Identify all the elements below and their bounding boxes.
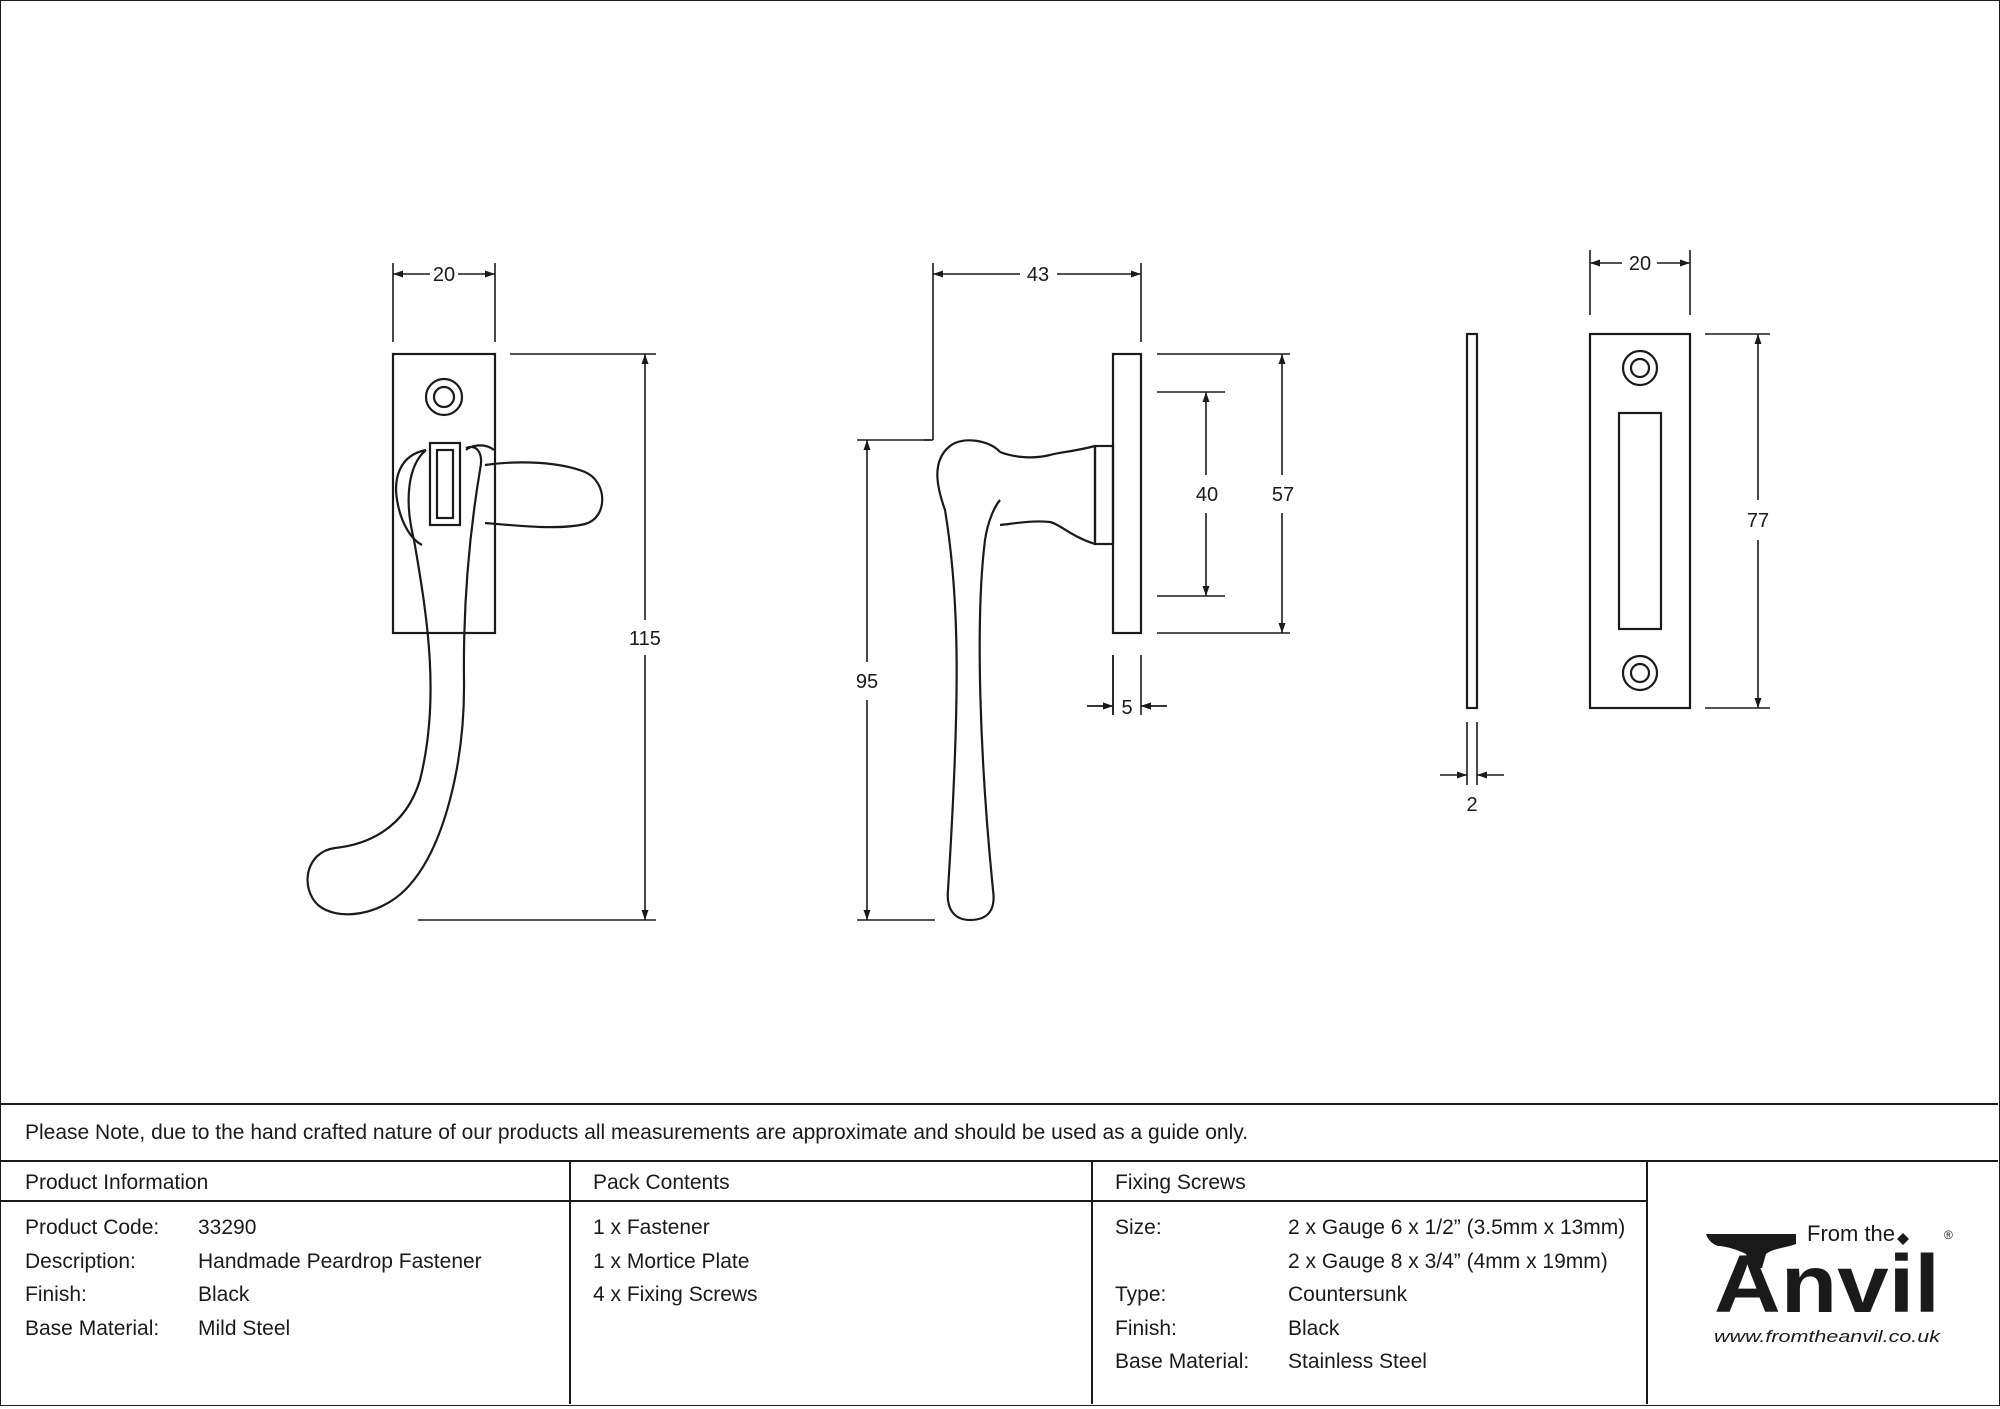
plate-outline [1588, 332, 1692, 710]
front-view [306, 352, 604, 916]
dim-plate-thickness: 2 [1466, 794, 1477, 816]
row-label: Finish: [25, 1283, 87, 1306]
plate-edge [1465, 332, 1479, 710]
row-value: 2 x Gauge 8 x 3/4” (4mm x 19mm) [1288, 1249, 1608, 1273]
size-row-2: 2 x Gauge 8 x 3/4” (4mm x 19mm) [1115, 1250, 1646, 1284]
column-divider [569, 1162, 571, 1404]
logo-from-the: From the [1807, 1221, 1895, 1246]
plate-screw-hole-bottom-inner [1629, 662, 1651, 684]
side-lever [936, 439, 1001, 922]
logo-registered-mark: ® [1944, 1228, 1953, 1242]
list-item: 4 x Fixing Screws [593, 1283, 758, 1306]
plate-dimensions [1589, 250, 1770, 709]
side-collar [1093, 444, 1115, 546]
from-the-anvil-logo: From the ® Anvil www.fromtheanvil.co.uk [1646, 1162, 1998, 1404]
side-dimensions [857, 263, 1290, 921]
diamond-icon [1897, 1233, 1909, 1245]
description-row: Description: Handmade Peardrop Fastener [25, 1250, 570, 1284]
technical-drawing: 20 115 43 95 40 57 5 2 20 77 [306, 250, 1770, 922]
fixing-screws-heading: Fixing Screws [1093, 1162, 1646, 1202]
measurement-note: Please Note, due to the hand crafted nat… [0, 1103, 1998, 1162]
finish-row: Finish: Black [1115, 1317, 1646, 1351]
dim-side-plate-outer: 57 [1272, 484, 1294, 506]
column-divider [1091, 1162, 1093, 1404]
dim-side-plate-thickness: 5 [1121, 697, 1132, 719]
dim-plate-width: 20 [1629, 253, 1651, 275]
row-value: Black [1288, 1316, 1340, 1340]
column-divider [1646, 1162, 1648, 1404]
row-label: Type: [1115, 1283, 1167, 1306]
list-item: 1 x Fastener [593, 1216, 710, 1239]
front-lever [306, 445, 483, 916]
plate-screw-hole-top-inner [1629, 357, 1651, 379]
front-screw-hole [424, 377, 464, 417]
pack-contents-heading: Pack Contents [571, 1162, 1091, 1202]
row-value: Mild Steel [198, 1316, 291, 1340]
type-row: Type: Countersunk [1115, 1283, 1646, 1317]
row-label: Finish: [1115, 1316, 1177, 1340]
dim-front-width: 20 [433, 264, 455, 286]
plate-slot [1617, 411, 1663, 631]
row-label: Base Material: [25, 1316, 160, 1340]
finish-row: Finish: Black [25, 1283, 570, 1317]
fixing-screws-section: Fixing Screws Size: 2 x Gauge 6 x 1/2” (3… [1093, 1162, 1646, 1404]
plate-screw-hole-top [1621, 349, 1659, 387]
plate-thickness-dimension [1440, 722, 1504, 785]
row-label: Size: [1115, 1216, 1162, 1239]
product-info-heading: Product Information [0, 1162, 570, 1202]
row-value: Handmade Peardrop Fastener [198, 1249, 482, 1273]
side-backplate [1111, 352, 1143, 635]
row-label: Product Code: [25, 1216, 160, 1239]
dim-side-height: 95 [856, 671, 878, 693]
row-label: Description: [25, 1249, 136, 1273]
plate-side-view [1465, 332, 1479, 710]
front-dimensions [392, 263, 656, 921]
front-backplate [391, 352, 497, 635]
dim-side-depth: 43 [1027, 264, 1049, 286]
logo-brand: Anvil [1714, 1239, 1940, 1330]
dim-front-height: 115 [629, 628, 661, 650]
size-row: Size: 2 x Gauge 6 x 1/2” (3.5mm x 13mm) [1115, 1216, 1646, 1250]
product-code-row: Product Code: 33290 [25, 1216, 570, 1250]
row-label: Base Material: [1115, 1350, 1250, 1373]
row-value: Countersunk [1288, 1283, 1408, 1306]
row-value: Black [198, 1283, 250, 1306]
front-short-arm [484, 461, 604, 529]
side-neck [999, 444, 1096, 546]
front-slot [428, 441, 462, 527]
front-slot-inner [435, 448, 455, 520]
row-value: 33290 [198, 1216, 257, 1239]
pack-contents-section: Pack Contents 1 x Fastener 1 x Mortice P… [571, 1162, 1091, 1404]
list-item: 1 x Mortice Plate [593, 1249, 750, 1273]
anvil-icon [1706, 1234, 1796, 1268]
product-info-section: Product Information Product Code: 33290 D… [0, 1162, 570, 1404]
dim-plate-height: 77 [1747, 510, 1769, 532]
plate-screw-hole-bottom [1621, 654, 1659, 692]
side-view [936, 352, 1143, 922]
logo-url: www.fromtheanvil.co.uk [1714, 1327, 1942, 1346]
base-material-row: Base Material: Mild Steel [25, 1317, 570, 1351]
base-material-row: Base Material: Stainless Steel [1115, 1350, 1646, 1384]
plate-front-view [1588, 332, 1692, 710]
front-screw-hole-inner [432, 385, 456, 409]
row-value: 2 x Gauge 6 x 1/2” (3.5mm x 13mm) [1288, 1216, 1626, 1239]
dim-side-plate-inner: 40 [1196, 484, 1218, 506]
row-value: Stainless Steel [1288, 1350, 1427, 1373]
